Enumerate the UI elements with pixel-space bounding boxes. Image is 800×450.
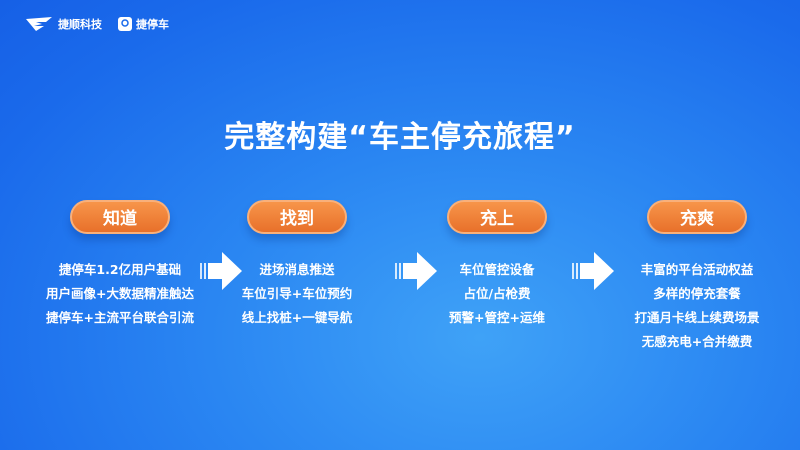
stage-item: 车位引导+车位预约 [241, 286, 353, 301]
app-name: 捷停车 [136, 18, 169, 31]
stage-item: 打通月卡线上续费场景 [634, 310, 760, 325]
stage-item: 捷停车+主流平台联合引流 [46, 310, 194, 325]
stage-item: 占位/占枪费 [463, 286, 531, 301]
arrow-right-icon [200, 252, 242, 290]
stage-item: 车位管控设备 [459, 262, 535, 277]
stage-pill: 充上 [447, 200, 547, 234]
stage-item: 进场消息推送 [259, 262, 335, 277]
company-logo-icon [26, 17, 52, 31]
stage-item: 线上找桩+一键导航 [241, 310, 353, 325]
stage-4: 充爽丰富的平台活动权益多样的停充套餐打通月卡线上续费场景无感充电+合并缴费 [597, 200, 797, 354]
stage-pill: 知道 [70, 200, 170, 234]
stage-pill: 充爽 [647, 200, 747, 234]
arrow-right-icon [572, 252, 614, 290]
company-name: 捷顺科技 [58, 18, 102, 31]
company-logo: 捷顺科技 [26, 16, 102, 32]
app-logo: 捷停车 [118, 16, 169, 32]
stage-pill: 找到 [247, 200, 347, 234]
stage-2: 找到进场消息推送车位引导+车位预约线上找桩+一键导航 [197, 200, 397, 330]
stage-1: 知道捷停车1.2亿用户基础用户画像+大数据精准触达捷停车+主流平台联合引流 [20, 200, 220, 330]
arrow-right-icon [395, 252, 437, 290]
app-logo-icon [118, 17, 132, 31]
stage-item: 多样的停充套餐 [653, 286, 741, 301]
stage-item: 无感充电+合并缴费 [641, 334, 753, 349]
stage-item: 用户画像+大数据精准触达 [46, 286, 194, 301]
page-title: 完整构建“车主停充旅程” [224, 120, 576, 155]
stage-item: 丰富的平台活动权益 [640, 262, 754, 277]
stage-item: 预警+管控+运维 [449, 310, 545, 325]
stage-item: 捷停车1.2亿用户基础 [58, 262, 182, 277]
stage-3: 充上车位管控设备占位/占枪费预警+管控+运维 [397, 200, 597, 330]
